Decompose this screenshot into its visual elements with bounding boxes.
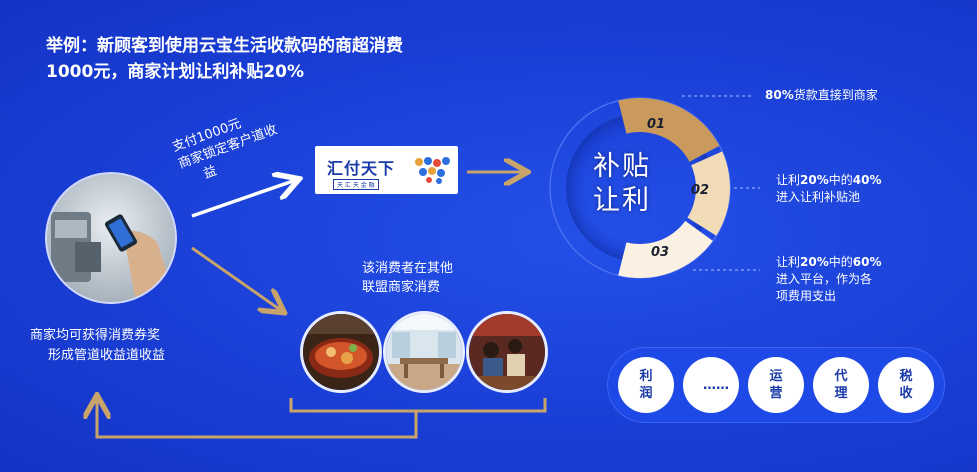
expense-dot-agent: 代理 — [813, 357, 869, 413]
legend-item-1: 80%货款直接到商家 — [765, 87, 878, 104]
ring-segment-label-02: 02 — [691, 183, 709, 198]
legend-2-share: 40% — [852, 173, 882, 187]
legend-1-percent: 80% — [765, 88, 794, 102]
consumer-arrow — [191, 246, 282, 311]
consumer-note: 该消费者在其他 联盟商家消费 — [362, 259, 453, 297]
legend-2-mid: 中的 — [828, 173, 853, 187]
dining-crowd-photo — [466, 311, 548, 393]
center-label-line-1: 补贴 — [593, 151, 651, 182]
page-title: 举例：新顾客到使用云宝生活收款码的商超消费 1000元，商家计划让利补贴20% — [46, 33, 403, 85]
return-arrow — [97, 398, 418, 439]
legend-2-line2: 进入让利补贴池 — [776, 190, 861, 204]
legend-3-prefix: 让利 — [776, 255, 801, 269]
consumer-note-line-1: 该消费者在其他 — [362, 261, 454, 276]
legend-item-3: 让利20%中的60% 进入平台，作为各 项费用支出 — [776, 254, 882, 305]
title-line-1: 举例：新顾客到使用云宝生活收款码的商超消费 — [46, 36, 403, 56]
legend-3-share: 60% — [852, 255, 882, 269]
ring-segment-03 — [618, 220, 713, 278]
ring-segment-label-01: 01 — [647, 117, 665, 132]
center-label: 补贴 让利 — [590, 150, 654, 218]
merchant-note: 商家均可获得消费券奖 形成管道收益道收益 — [30, 326, 165, 366]
title-line-2: 1000元，商家计划让利补贴20% — [46, 62, 305, 82]
consumer-note-line-2: 联盟商家消费 — [362, 280, 441, 295]
restaurant-interior-photo — [383, 311, 465, 393]
legend-item-2: 让利20%中的40% 进入让利补贴池 — [776, 172, 882, 206]
expense-dot-operation: 运营 — [748, 357, 804, 413]
photos-bracket — [289, 398, 547, 413]
merchant-note-line-2: 形成管道收益道收益 — [48, 348, 166, 363]
ring-segment-label-03: 03 — [651, 245, 669, 260]
legend-3-line3: 项费用支出 — [776, 289, 837, 303]
expense-dot-tax: 税收 — [878, 357, 934, 413]
ring-segment-01 — [618, 97, 720, 162]
merchant-note-line-1: 商家均可获得消费券奖 — [30, 328, 161, 343]
center-label-line-2: 让利 — [593, 185, 651, 216]
ring-segment-02 — [687, 151, 730, 236]
expense-dots: 利润 …… 运营 代理 税收 — [618, 357, 934, 413]
subsidy-ring-diagram: 01 02 03 — [549, 97, 731, 279]
scan-payment-photo — [45, 172, 177, 304]
food-photo — [300, 311, 382, 393]
payment-arrow — [191, 180, 296, 218]
logo-tagline: 天 汇 天 金 融 — [333, 179, 379, 190]
expense-dot-profit: 利润 — [618, 357, 674, 413]
legend-2-prefix: 让利 — [776, 173, 801, 187]
inner-disc — [566, 114, 714, 262]
logo-mark-icon — [415, 157, 450, 184]
legend-3-line2: 进入平台，作为各 — [776, 272, 873, 286]
huifu-logo: 汇付天下 天 汇 天 金 融 — [315, 146, 458, 194]
logo-name: 汇付天下 — [327, 159, 396, 178]
legend-3-mid: 中的 — [828, 255, 853, 269]
expense-dot-ellipsis: …… — [683, 357, 739, 413]
legend-2-percent: 20% — [800, 173, 829, 187]
legend-1-text: 货款直接到商家 — [793, 88, 878, 102]
legend-3-percent: 20% — [800, 255, 829, 269]
